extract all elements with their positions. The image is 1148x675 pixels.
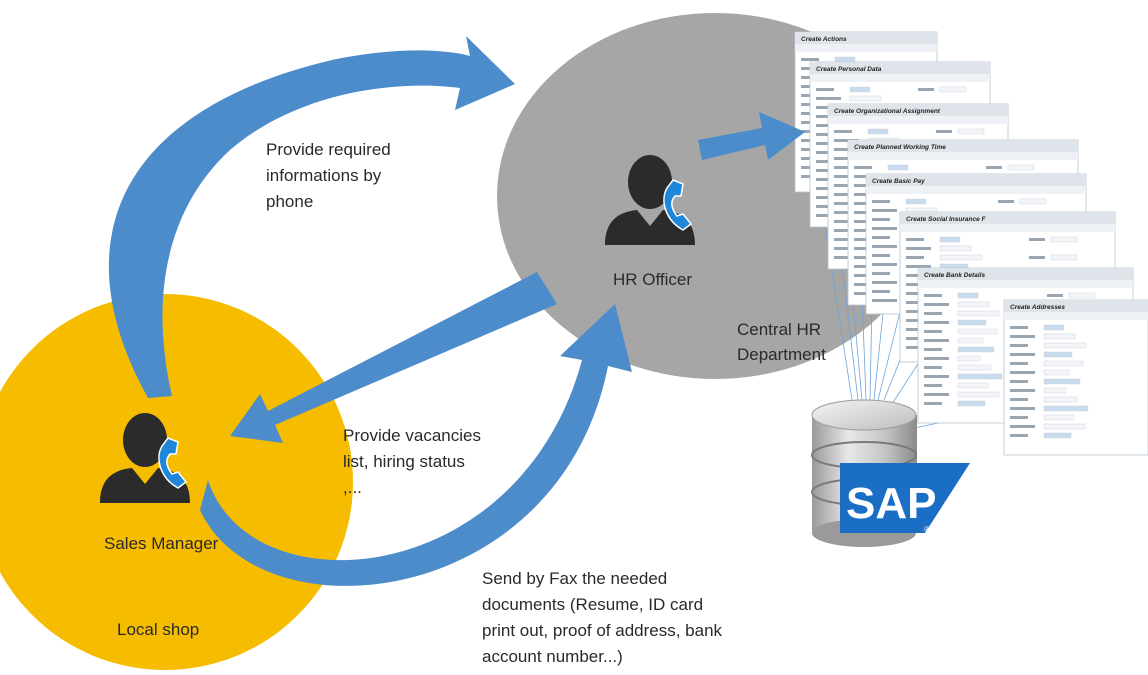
hr-officer-person-icon bbox=[605, 155, 695, 245]
vacancies-line2: list, hiring status bbox=[343, 452, 465, 471]
flow-arrows bbox=[108, 36, 805, 586]
fax-line4: account number...) bbox=[482, 647, 623, 666]
arrow-hr-to-sap bbox=[698, 112, 805, 160]
arrow-sales-to-hr-fax bbox=[200, 304, 632, 586]
sales-manager-label: Sales Manager bbox=[104, 534, 219, 553]
fax-line2: documents (Resume, ID card bbox=[482, 595, 704, 614]
phone-info-line2: informations by bbox=[266, 166, 382, 185]
phone-info-line3: phone bbox=[266, 192, 314, 211]
sap-screen-title: Create Social Insurance F bbox=[906, 216, 987, 223]
sap-screen-title: Create Addresses bbox=[1010, 304, 1065, 311]
svg-text:®: ® bbox=[924, 525, 930, 534]
sap-screen-title: Create Basic Pay bbox=[872, 178, 925, 185]
sap-logo-text: SAP bbox=[846, 479, 936, 528]
sap-screen-title: Create Bank Details bbox=[924, 272, 985, 279]
local-shop-label: Local shop bbox=[117, 620, 200, 639]
sap-screen-title: Create Actions bbox=[801, 36, 847, 43]
arrow-hr-to-sales bbox=[230, 272, 557, 443]
phone-info-line1: Provide required bbox=[266, 140, 391, 159]
sap-screen-title: Create Personal Data bbox=[816, 66, 882, 73]
sap-logo: SAP ® bbox=[840, 463, 970, 534]
sap-screen-window: Create Addresses bbox=[1003, 299, 1148, 456]
fax-line1: Send by Fax the needed bbox=[482, 569, 668, 588]
vacancies-line3: ,... bbox=[343, 478, 362, 497]
central-hr-label-line1: Central HR bbox=[737, 320, 822, 339]
hr-officer-label: HR Officer bbox=[613, 270, 693, 289]
sales-manager-person-icon bbox=[100, 413, 190, 503]
arrow-sales-to-hr-phone bbox=[108, 36, 515, 398]
central-hr-label-line2: Department bbox=[737, 345, 826, 364]
fax-line3: print out, proof of address, bank bbox=[482, 621, 723, 640]
vacancies-line1: Provide vacancies bbox=[343, 426, 481, 445]
sap-screen-title: Create Planned Working Time bbox=[854, 144, 946, 151]
sap-screen-title: Create Organizational Assignment bbox=[834, 108, 941, 115]
